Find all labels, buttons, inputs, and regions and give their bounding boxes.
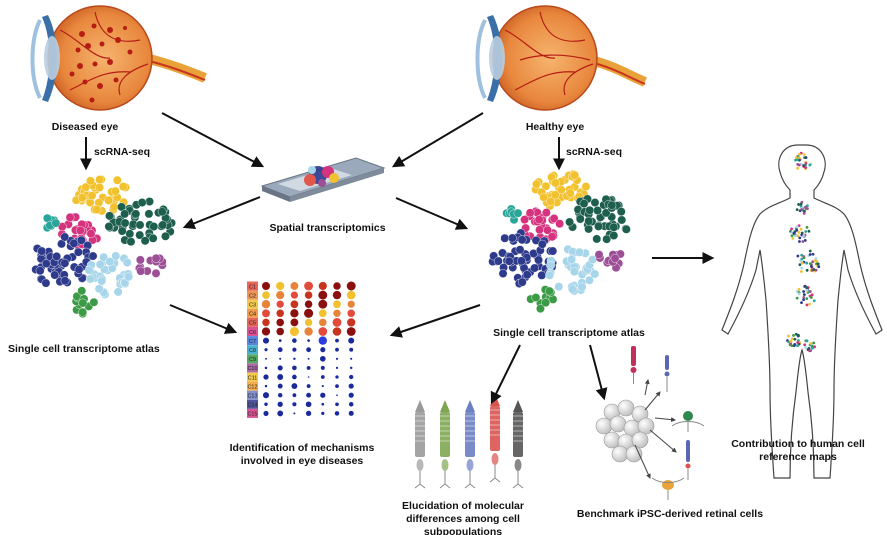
diseased-eye-illustration	[30, 5, 207, 111]
arrow-left-atlas-to-dotplot	[169, 304, 238, 334]
arrow-atlas-to-ipsc	[589, 344, 608, 401]
dotplot-row-label: C15	[247, 412, 257, 418]
cluster-left-plot	[31, 175, 176, 319]
ipsc-illustration	[595, 346, 705, 500]
dotplot-row-label: C3	[249, 303, 256, 309]
dotplot-row-label: C2	[249, 293, 256, 299]
flow-arrows	[80, 112, 715, 405]
arrow-spatial-to-left-atlas	[182, 196, 261, 230]
label-scrnaseq-right: scRNA-seq	[566, 146, 623, 158]
dotplot-row-label: C14	[247, 403, 257, 409]
label-scrnaseq-left: scRNA-seq	[94, 146, 151, 158]
label-mechanisms: Identification of mechanisms involved in…	[229, 442, 375, 467]
cluster-right-plot	[488, 169, 631, 314]
label-elucidation: Elucidation of molecular differences amo…	[402, 500, 524, 535]
dotplot-row-label: C7	[249, 339, 256, 345]
arrow-diseased-to-spatial	[161, 112, 265, 168]
label-healthy-eye: Healthy eye	[525, 121, 585, 133]
arrow-atlas-to-cells	[490, 344, 521, 405]
spatial-slide-illustration	[260, 157, 386, 202]
human-body-illustration	[721, 144, 883, 479]
dotplot-row-label: C4	[249, 312, 256, 318]
arrow-healthy-to-spatial	[391, 112, 484, 168]
dotplot-row-label: C5	[249, 321, 256, 327]
arrow-spatial-to-right-atlas	[395, 197, 469, 230]
label-contribution: Contribution to human cell reference map…	[731, 438, 865, 463]
dotplot-row-label: C8	[249, 348, 256, 354]
label-atlas-left: Single cell transcriptome atlas	[8, 343, 160, 355]
dotplot-row-label: C1	[249, 284, 256, 290]
dotplot-row-label: C11	[248, 375, 258, 381]
label-atlas-right: Single cell transcriptome atlas	[493, 327, 645, 339]
ipsc-derived-cell-rod	[630, 346, 637, 384]
dotplot-row-label: C10	[247, 366, 257, 372]
photoreceptor-cells-illustration	[414, 394, 524, 489]
ipsc-derived-cell-bipolar	[685, 440, 691, 480]
label-benchmark: Benchmark iPSC-derived retinal cells	[576, 508, 764, 520]
ipsc-derived-cell-horizontal	[651, 477, 685, 500]
label-diseased-eye: Diseased eye	[51, 121, 119, 133]
dotplot-row-label: C12	[247, 384, 257, 390]
healthy-eye-illustration	[475, 5, 647, 111]
dotplot-row-label: C13	[247, 394, 257, 400]
ipsc-derived-cell-cone	[664, 355, 670, 392]
dotplot-row-label: C6	[249, 330, 256, 336]
ipsc-derived-cell-ganglion	[671, 411, 705, 432]
label-spatial-transcriptomics: Spatial transcriptomics	[269, 222, 386, 234]
arrow-right-atlas-to-dotplot	[389, 304, 481, 338]
dotplot-row-label: C9	[249, 357, 256, 363]
